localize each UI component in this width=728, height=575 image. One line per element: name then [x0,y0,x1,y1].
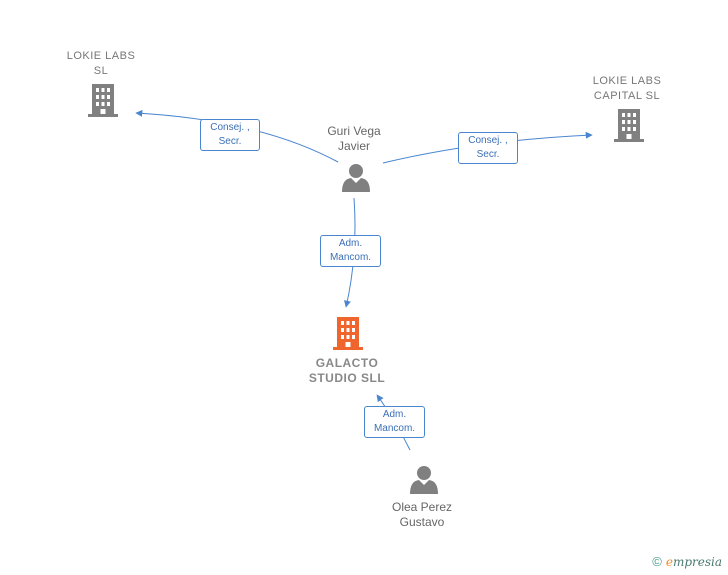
node-name-line1: Guri Vega [327,124,381,138]
node-name-line2: Javier [337,139,370,153]
role-line2: Secr. [218,136,242,147]
node-name-line1: GALACTO [315,356,379,370]
node-name-line1: LOKIE LABS [592,75,662,87]
role-line2: Mancom. [373,423,416,434]
footer-brand: ©empresia [652,554,722,569]
role-line1: Adm. [382,409,407,420]
node-name-line2: STUDIO SLL [308,371,386,385]
node-name-line2: SL [93,65,109,77]
building-icon[interactable] [333,317,363,350]
role-line2: Secr. [476,149,500,160]
edge-label-olea-galacto: Adm. Mancom. [364,406,425,438]
node-name-line2: Gustavo [399,515,445,529]
node-label-guri[interactable]: Guri Vega Javier [304,124,404,154]
edge-label-guri-lokie: Consej. , Secr. [200,119,260,151]
building-icon[interactable] [614,109,644,142]
copyright-symbol: © [652,554,662,569]
brand-logo-rest: mpresia [672,555,722,569]
node-label-galacto[interactable]: GALACTO STUDIO SLL [292,356,402,386]
person-icon[interactable] [342,164,370,192]
edge-label-guri-capital: Consej. , Secr. [458,132,518,164]
node-label-olea[interactable]: Olea Perez Gustavo [372,500,472,530]
role-line1: Adm. [338,238,363,249]
node-name-line1: Olea Perez [391,500,453,514]
person-icon[interactable] [410,466,438,494]
node-label-lokie-labs[interactable]: LOKIE LABS SL [50,49,152,79]
role-line1: Consej. , [468,135,508,146]
building-icon[interactable] [88,84,118,117]
node-name-line1: LOKIE LABS [66,50,136,62]
node-label-lokie-capital[interactable]: LOKIE LABS CAPITAL SL [576,74,678,104]
role-line2: Mancom. [329,252,372,263]
node-name-line2: CAPITAL SL [593,90,661,102]
role-line1: Consej. , [210,122,250,133]
brand-logo-e: e [665,555,673,569]
brand-logo: empresia [666,555,722,569]
edge-label-guri-galacto: Adm. Mancom. [320,235,381,267]
